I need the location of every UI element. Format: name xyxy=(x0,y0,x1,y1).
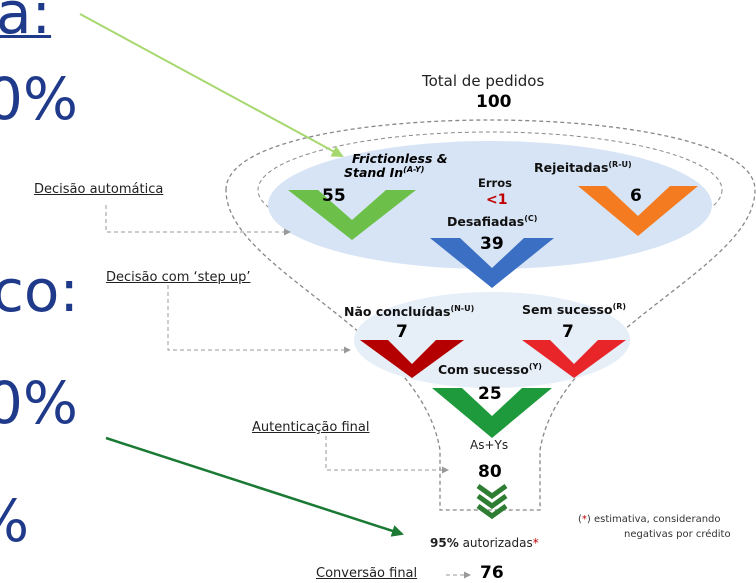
final-value: 80 xyxy=(478,462,502,482)
chevron-darkred xyxy=(360,340,464,378)
footnote-star: * xyxy=(581,514,587,525)
chevron-orange xyxy=(578,186,698,236)
erros-label: Erros xyxy=(478,176,512,190)
stand-in-line: Stand In xyxy=(344,164,404,180)
left-text-line-4: 0% xyxy=(0,369,79,437)
conversao-final-value: 76 xyxy=(480,563,504,583)
desafiadas-value: 39 xyxy=(480,234,504,254)
frictionless-label: Frictionless & Stand In(A-Y) xyxy=(322,152,448,180)
top-ellipse xyxy=(268,141,712,269)
footnote-line1: ) estimativa, considerando xyxy=(586,514,721,525)
com-sucesso-text: Com sucesso xyxy=(438,362,529,378)
rejeitadas-value: 6 xyxy=(630,186,642,206)
desafiadas-sup: (C) xyxy=(524,214,538,223)
decisao-step-up-label: Decisão com ‘step up’ xyxy=(106,270,251,285)
nao-concluidas-value: 7 xyxy=(396,322,408,342)
com-sucesso-label: Com sucesso(Y) xyxy=(438,362,542,377)
left-text-line-3: co: xyxy=(0,257,79,325)
decisao-automatica-label: Decisão automática xyxy=(34,182,164,197)
desafiadas-text: Desafiadas xyxy=(447,214,525,230)
frictionless-line1: Frictionless & xyxy=(352,151,448,166)
erros-value: <1 xyxy=(486,192,508,208)
autorizadas-star: * xyxy=(532,536,539,550)
as-ys-label: As+Ys xyxy=(470,438,509,452)
frictionless-sup: (A-Y) xyxy=(403,164,425,174)
left-text-line-5: % xyxy=(0,492,29,550)
chevron-red xyxy=(522,340,626,378)
left-text-line-1: a: xyxy=(0,0,52,47)
rejeitadas-label: Rejeitadas(R-U) xyxy=(534,160,632,175)
sem-sucesso-label: Sem sucesso(R) xyxy=(522,302,626,317)
sem-sucesso-sup: (R) xyxy=(612,302,627,311)
chevron-blue xyxy=(430,238,554,288)
stem-chevron-1 xyxy=(476,483,508,500)
nao-concluidas-label: Não concluídas(N-U) xyxy=(344,304,474,319)
com-sucesso-sup: (Y) xyxy=(528,362,542,371)
autorizadas-text: 95% autorizadas* xyxy=(430,536,539,550)
autorizadas-pct: 95% xyxy=(430,536,459,550)
sem-sucesso-value: 7 xyxy=(562,322,574,342)
dark-green-arrow xyxy=(105,436,404,537)
stem-chevron-2 xyxy=(476,493,508,510)
frictionless-value: 55 xyxy=(322,186,346,206)
chevron-darkgreen xyxy=(432,388,552,438)
total-label: Total de pedidos xyxy=(422,72,545,90)
rejeitadas-sup: (R-U) xyxy=(608,160,632,169)
rejeitadas-text: Rejeitadas xyxy=(534,160,609,176)
autorizadas-word: autorizadas xyxy=(462,536,533,550)
connector-step-up xyxy=(167,285,351,354)
light-green-arrow xyxy=(79,13,344,157)
stem-chevron-3 xyxy=(476,503,508,520)
connector-autenticacao xyxy=(325,436,449,474)
conversao-final-label: Conversão final xyxy=(316,566,418,581)
com-sucesso-value: 25 xyxy=(478,384,502,404)
left-text-line-2: 0% xyxy=(0,65,79,133)
nao-concluidas-text: Não concluídas xyxy=(344,304,451,320)
total-value: 100 xyxy=(476,92,512,112)
autenticacao-final-label: Autenticação final xyxy=(252,420,370,435)
nao-concluidas-sup: (N-U) xyxy=(450,304,475,313)
chevron-green xyxy=(288,190,416,240)
footnote: (*) estimativa, considerando negativas p… xyxy=(578,514,731,540)
footnote-line2: negativas por crédito xyxy=(624,529,731,540)
desafiadas-label: Desafiadas(C) xyxy=(447,214,537,229)
sem-sucesso-text: Sem sucesso xyxy=(522,302,613,318)
connector-decisao-automatica xyxy=(105,205,291,236)
